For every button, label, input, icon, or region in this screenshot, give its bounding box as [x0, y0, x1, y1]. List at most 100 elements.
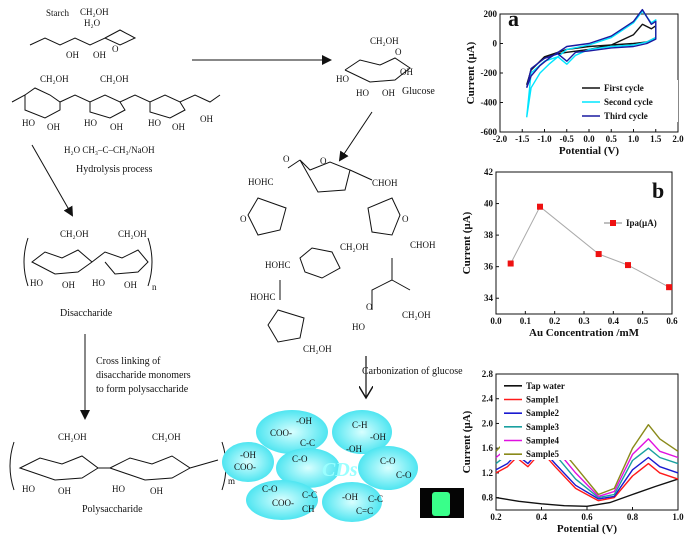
- starch-ho-1: HO: [22, 118, 35, 128]
- cd-group-9: C-O: [380, 456, 396, 466]
- legend-label: Second cycle: [604, 97, 653, 107]
- polysaccharide-structure: CH₂OH CH₂OH HO OH HO OH m Polysaccharide: [9, 432, 235, 515]
- int-chain: [279, 258, 411, 310]
- cd-group-14: CH: [302, 504, 315, 514]
- starch-h2o: H₂O: [84, 18, 101, 28]
- vial-glow: [432, 492, 450, 516]
- cd-blob-6: [246, 480, 318, 520]
- int-ho-acid: HO: [352, 322, 365, 332]
- int-ch2oh-right: CH₂OH: [402, 310, 431, 320]
- furan-intermediate: HOHC CHOH O O O O CHOH CH₂OH HOHC HOHC H…: [240, 154, 436, 354]
- cd-group-11: C-O: [262, 484, 278, 494]
- data-point: [595, 251, 602, 258]
- x-axis-title: Potential (V): [559, 145, 620, 157]
- polysaccharide-rings: [18, 455, 219, 481]
- x-tick-label: 0.2: [549, 316, 561, 326]
- polysaccharide-ch2oh-1: CH₂OH: [58, 432, 87, 442]
- cd-blob-3: [222, 442, 274, 482]
- x-tick-label: 2.0: [672, 134, 684, 144]
- x-tick-label: -0.5: [560, 134, 575, 144]
- disaccharide-oh-2: OH: [124, 280, 137, 290]
- x-tick-label: 1.0: [628, 134, 640, 144]
- glucose-structure: CH₂OH HO O OH HO OH Glucose: [336, 36, 435, 98]
- crosslink-line-2: disaccharide monomers: [96, 370, 191, 381]
- starch-oh-1: OH: [66, 50, 79, 60]
- data-point: [666, 284, 673, 291]
- y-tick-label: 0.8: [482, 493, 494, 503]
- cd-blob-2: [332, 410, 392, 454]
- int-o-acid: O: [366, 302, 373, 312]
- x-tick-label: 0.2: [490, 512, 502, 522]
- crosslink-line-3: to form polysaccharide: [96, 384, 189, 395]
- starch-ring-1: [29, 29, 137, 46]
- disaccharide-n: n: [152, 282, 157, 292]
- y-axis-title: Current (µA): [465, 41, 477, 104]
- glucose-ring: [344, 57, 411, 83]
- y-axis-title: Current (µA): [461, 410, 473, 473]
- y-tick-label: 2.8: [482, 369, 494, 379]
- series-line: [526, 23, 657, 85]
- cd-group-3: C-H: [352, 420, 368, 430]
- cd-blob-4: [276, 448, 340, 488]
- x-axis-title: Au Concentration /mM: [529, 327, 640, 339]
- disaccharide-ch2oh-1: CH₂OH: [60, 229, 89, 239]
- y-tick-label: 0: [493, 39, 498, 49]
- arrow-to-disaccharide: [31, 144, 73, 217]
- y-tick-label: 42: [484, 167, 494, 177]
- legend-label: First cycle: [604, 83, 644, 93]
- int-furan-top: [287, 159, 373, 193]
- reagents: H₂O CH₃–C–CH₃/NaOH: [64, 145, 155, 155]
- y-tick-label: 200: [484, 9, 498, 19]
- cd-group-7: -OH: [240, 450, 256, 460]
- cd-blob-5: [358, 446, 418, 490]
- y-tick-label: 2.0: [482, 418, 494, 428]
- starch-oh-6: OH: [200, 114, 213, 124]
- cd-group-1: COO-: [270, 428, 292, 438]
- disaccharide-ho-1: HO: [30, 278, 43, 288]
- x-tick-label: 0.5: [606, 134, 618, 144]
- starch-structure: Starch CH₂OH H₂O OH OH O CH₂OH CH₂OH HO …: [11, 7, 221, 175]
- panel-label: a: [508, 6, 519, 31]
- legend-label: Sample1: [526, 395, 560, 405]
- int-furan-center: [299, 247, 341, 279]
- starch-chain: [11, 87, 221, 103]
- cd-group-4: -OH: [370, 432, 386, 442]
- legend-label: Third cycle: [604, 111, 648, 121]
- polysaccharide-label: Polysaccharide: [82, 504, 143, 515]
- starch-oh-4: OH: [110, 122, 123, 132]
- y-tick-label: -400: [481, 98, 498, 108]
- glucose-ch2oh: CH₂OH: [370, 36, 399, 46]
- int-o-left: O: [240, 214, 247, 224]
- disaccharide-bracket-left: [23, 237, 29, 287]
- x-tick-label: 1.0: [672, 512, 684, 522]
- plot-frame: [495, 171, 673, 315]
- data-point: [625, 262, 631, 269]
- cd-group-0: -OH: [296, 416, 312, 426]
- y-tick-label: 2.4: [482, 394, 494, 404]
- starch-label: Starch: [46, 8, 69, 18]
- starch-oh-5: OH: [172, 122, 185, 132]
- y-tick-label: 1.2: [482, 468, 494, 478]
- data-point: [507, 260, 514, 267]
- glucose-oh-1: OH: [400, 67, 413, 77]
- int-choh-2: CHOH: [410, 240, 436, 250]
- legend-marker: [610, 220, 616, 226]
- glucose-ho-2: HO: [356, 88, 369, 98]
- glucose-ho: HO: [336, 74, 349, 84]
- y-tick-label: 36: [484, 262, 494, 272]
- fluorescent-vial-photo: [420, 488, 464, 518]
- polysaccharide-ho-2: HO: [112, 484, 125, 494]
- x-tick-label: 0.1: [520, 316, 532, 326]
- int-choh-1: CHOH: [372, 178, 398, 188]
- polysaccharide-oh-2: OH: [150, 486, 163, 496]
- cd-group-10: C-O: [396, 470, 412, 480]
- x-tick-label: 1.5: [650, 134, 662, 144]
- y-axis-title: Current (µA): [461, 211, 473, 274]
- x-tick-label: 0.0: [583, 134, 595, 144]
- x-tick-label: 0.4: [536, 512, 548, 522]
- disaccharide-rings: [31, 249, 149, 275]
- starch-oh-2: OH: [93, 50, 106, 60]
